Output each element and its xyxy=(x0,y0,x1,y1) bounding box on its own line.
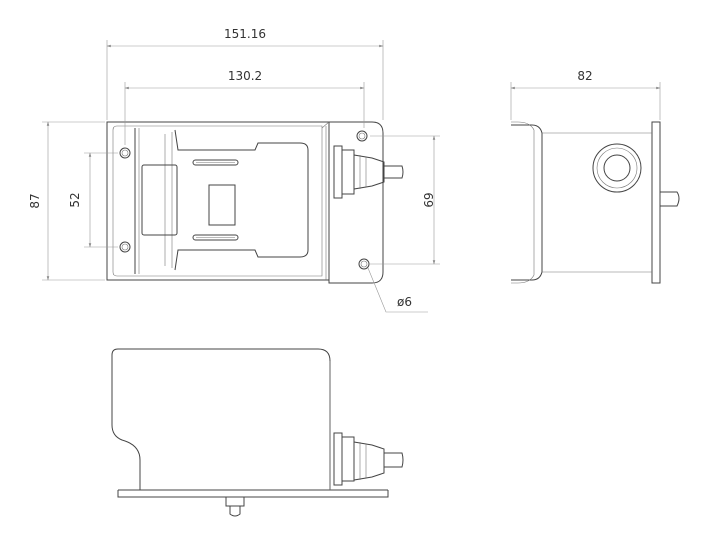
dim-inner-width: 130.2 xyxy=(228,69,262,83)
dim-hole-spacing-left: 52 xyxy=(68,192,82,207)
dim-hole-diameter: ø6 xyxy=(397,295,412,309)
side-view xyxy=(511,121,680,284)
dim-hole-spacing-right: 69 xyxy=(421,192,435,207)
mount-hole-icon xyxy=(358,258,370,270)
dim-overall-width: 151.16 xyxy=(224,27,266,41)
mount-hole-icon xyxy=(356,130,368,142)
dim-overall-height: 87 xyxy=(28,193,42,208)
gland-front-icon xyxy=(592,143,642,193)
dimension-labels: 151.16 130.2 82 87 52 69 ø6 xyxy=(28,27,593,309)
front-view xyxy=(111,348,404,517)
top-view xyxy=(106,121,404,284)
cable-gland-icon xyxy=(333,432,404,486)
mount-hole-icon xyxy=(119,147,131,159)
cable-gland-icon xyxy=(333,145,404,199)
mount-hole-icon xyxy=(119,241,131,253)
dim-side-depth: 82 xyxy=(577,69,592,83)
dimension-lines xyxy=(42,40,661,313)
